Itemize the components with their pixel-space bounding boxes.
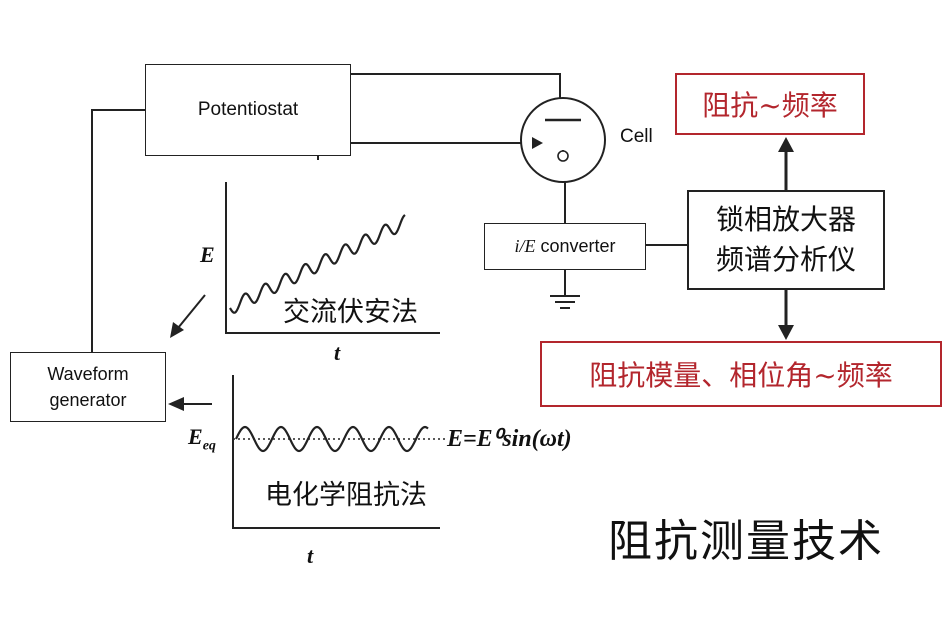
potentiostat-box: Potentiostat bbox=[145, 64, 351, 156]
eis-plot bbox=[232, 375, 448, 529]
cell-symbol bbox=[520, 97, 606, 183]
ac-plot-y-label: E bbox=[200, 242, 215, 267]
ie-converter-var: i/E bbox=[514, 236, 536, 256]
eis-y-main: E bbox=[188, 424, 203, 449]
waveform-generator-label-line2: generator bbox=[49, 390, 127, 410]
arrow-left-head bbox=[168, 397, 184, 411]
lock-in-analyzer-box: 锁相放大器 频谱分析仪 bbox=[687, 190, 885, 290]
ac-wave-line bbox=[229, 214, 406, 314]
eis-plot-name: 电化学阻抗法 bbox=[265, 480, 427, 511]
arrows-to-waveform bbox=[168, 294, 212, 411]
wire-potentiostat-cell-top bbox=[350, 73, 561, 120]
cell-input-arrow bbox=[532, 137, 543, 149]
wire-potentiostat-waveform bbox=[91, 109, 146, 352]
cell-circle bbox=[520, 97, 606, 183]
potentiostat-label: Potentiostat bbox=[197, 99, 299, 120]
arrows-analyzer bbox=[778, 137, 794, 340]
arrow-down-head bbox=[778, 325, 794, 340]
cell-label: Cell bbox=[620, 126, 653, 147]
eis-plot-x-label: t bbox=[307, 543, 314, 568]
cell-reference-electrode bbox=[557, 150, 569, 162]
ie-converter-word: converter bbox=[540, 236, 616, 256]
main-title: 阻抗测量技术 bbox=[608, 516, 884, 567]
waveform-generator-label-line1: Waveform bbox=[47, 364, 129, 384]
ie-converter-box: i/E converter bbox=[484, 223, 646, 270]
analyzer-label-line1: 锁相放大器 bbox=[715, 203, 856, 236]
ac-voltammetry-plot bbox=[225, 182, 440, 334]
ground-symbol bbox=[550, 295, 580, 309]
ac-plot-name: 交流伏安法 bbox=[283, 297, 418, 328]
output-modulus-phase-box: 阻抗模量、相位角~频率 bbox=[540, 341, 942, 407]
output-impedance-frequency-label: 阻抗~频率 bbox=[702, 89, 838, 122]
ac-plot-axes bbox=[225, 182, 440, 334]
eis-wave-line bbox=[235, 425, 429, 453]
eis-equation: E=E⁰sin(ωt) bbox=[447, 426, 572, 452]
ac-plot-x-label: t bbox=[334, 340, 341, 365]
output-impedance-frequency-box: 阻抗~频率 bbox=[675, 73, 865, 135]
arrow-up-head bbox=[778, 137, 794, 152]
waveform-generator-box: Waveform generator bbox=[10, 352, 166, 422]
eis-y-sub: eq bbox=[202, 438, 216, 454]
arrow-diag-shaft bbox=[177, 294, 206, 329]
eis-plot-y-label: Eeq bbox=[188, 424, 216, 454]
analyzer-label-line2: 频谱分析仪 bbox=[715, 243, 856, 276]
eis-plot-axes bbox=[232, 375, 440, 529]
arrow-diag-head bbox=[170, 322, 184, 338]
output-modulus-phase-label: 阻抗模量、相位角~频率 bbox=[589, 359, 893, 392]
